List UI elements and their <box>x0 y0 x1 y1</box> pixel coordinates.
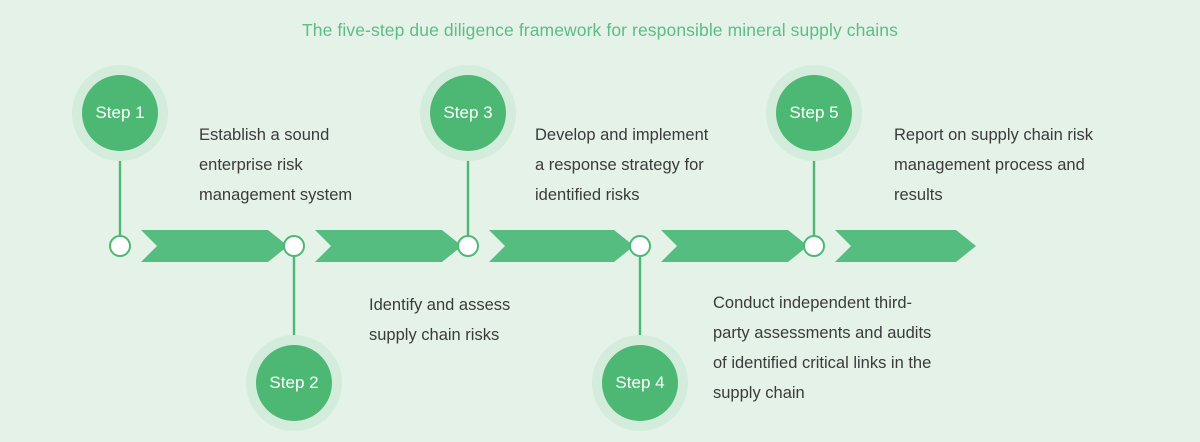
step-description-4-line-1: Conduct independent third- <box>713 294 913 312</box>
step-description-2: Identify and assess supply chain risks <box>369 290 589 350</box>
step-description-5-line-3: results <box>894 186 943 204</box>
step-circle-3[interactable]: Step 3 <box>420 65 516 161</box>
step-label-1: Step 1 <box>95 103 145 122</box>
step-description-4: Conduct independent third- party assessm… <box>713 288 993 408</box>
step-description-4-line-4: supply chain <box>713 384 805 402</box>
step-disc-2: Step 2 <box>256 345 332 421</box>
step-circle-1[interactable]: Step 1 <box>72 65 168 161</box>
step-description-5-line-1: Report on supply chain risk <box>894 126 1094 144</box>
step-label-4: Step 4 <box>615 373 665 392</box>
step-label-3: Step 3 <box>443 103 493 122</box>
chevron-segment-2 <box>315 230 462 262</box>
step-description-3-line-2: a response strategy for <box>535 156 704 174</box>
step-description-1: Establish a sound enterprise risk manage… <box>199 120 404 210</box>
step-description-1-line-3: management system <box>199 186 353 204</box>
step-description-2-line-2: supply chain risks <box>369 326 500 344</box>
step-description-1-line-1: Establish a sound <box>199 126 330 144</box>
step-description-5-line-2: management process and <box>894 156 1085 174</box>
track-marker-5 <box>803 235 825 257</box>
chevron-segment-1 <box>141 230 288 262</box>
chevron-segment-3 <box>489 230 634 262</box>
track-marker-3 <box>457 235 479 257</box>
page-title: The five-step due diligence framework fo… <box>302 20 898 40</box>
chevron-segment-5 <box>835 230 976 262</box>
step-disc-3: Step 3 <box>430 75 506 151</box>
track-marker-4 <box>629 235 651 257</box>
step-label-5: Step 5 <box>789 103 839 122</box>
step-description-3: Develop and implement a response strateg… <box>535 120 760 210</box>
step-description-3-line-1: Develop and implement <box>535 126 709 144</box>
step-circle-2[interactable]: Step 2 <box>246 335 342 431</box>
step-disc-1: Step 1 <box>82 75 158 151</box>
step-description-1-line-2: enterprise risk <box>199 156 303 174</box>
step-disc-4: Step 4 <box>602 345 678 421</box>
chevron-segment-4 <box>661 230 808 262</box>
step-description-5: Report on supply chain risk management p… <box>894 120 1144 210</box>
step-description-4-line-3: of identified critical links in the <box>713 354 932 372</box>
step-circle-5[interactable]: Step 5 <box>766 65 862 161</box>
step-description-2-line-1: Identify and assess <box>369 296 511 314</box>
track-marker-1 <box>109 235 131 257</box>
step-disc-5: Step 5 <box>776 75 852 151</box>
step-description-3-line-3: identified risks <box>535 186 640 204</box>
step-circle-4[interactable]: Step 4 <box>592 335 688 431</box>
track-marker-2 <box>283 235 305 257</box>
step-description-4-line-2: party assessments and audits <box>713 324 932 342</box>
step-label-2: Step 2 <box>269 373 319 392</box>
